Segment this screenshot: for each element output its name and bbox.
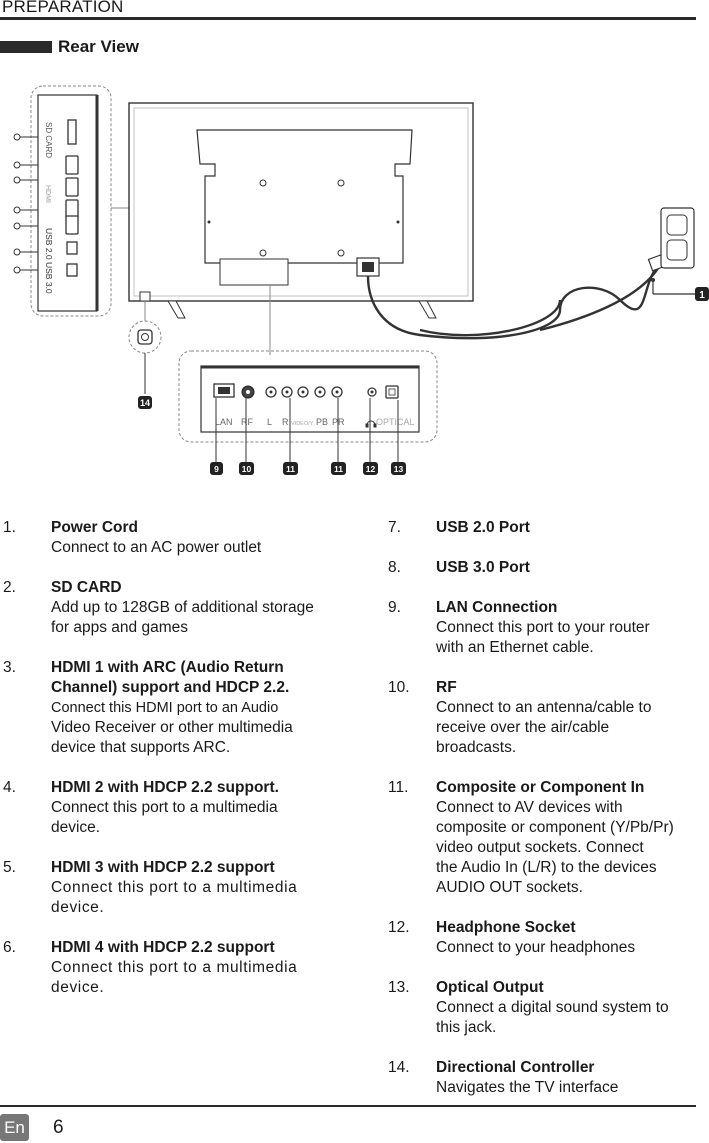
tv-rear-housing [196,129,413,264]
footer-divider [0,1105,696,1107]
hdmi-port-1 [65,155,79,175]
list-item: 6. HDMI 4 with HDCP 2.2 support Connect … [3,939,298,996]
callout-badge-11a [283,462,298,475]
list-item: 13. Optical Output Connect a digital sou… [388,979,669,1036]
svg-text:11: 11 [334,464,343,474]
svg-text:14: 14 [140,398,150,408]
usb2-port [66,241,78,255]
side-label-hdmi: HDMI [44,185,51,203]
list-item: 4. HDMI 2 with HDCP 2.2 support. Connect… [3,779,279,836]
callout-badge-11b [331,462,346,475]
list-item: 11. Composite or Component In Connect to… [388,779,674,896]
usb3-port [66,263,78,277]
port-label-pb: PB [316,417,328,427]
right-item-list: 7. USB 2.0 Port 8. USB 3.0 Port 9. LAN C… [388,518,706,1118]
list-item: 10. RF Connect to an antenna/cable to re… [388,679,652,756]
rear-view-diagram: SD CARD HDMI USB 2.0 USB 3.0 [13,85,709,475]
left-item-list: 1. Power Cord Connect to an AC power out… [3,518,343,1018]
callout-badge-14 [138,396,152,409]
callout-badge-1 [695,287,709,301]
header-divider [0,17,696,20]
list-item: 3. HDMI 1 with ARC (Audio Return Channel… [3,659,293,756]
svg-text:11: 11 [286,464,295,474]
callout-badge-13 [391,462,406,475]
list-item: 8. USB 3.0 Port [388,559,530,576]
port-label-lan: LAN [215,417,233,427]
port-label-rf: RF [241,417,253,427]
callout-badge-12 [363,462,378,475]
bottom-panel [200,365,420,433]
language-badge: En [0,1114,29,1141]
list-item: 7. USB 2.0 Port [388,519,530,536]
headphone-icon [365,420,377,428]
port-label-video: VIDEO/Y [291,421,314,427]
list-item: 1. Power Cord Connect to an AC power out… [3,519,262,556]
callout-badge-9 [210,462,223,475]
power-cord [366,264,661,340]
page-title: Rear View [58,37,139,56]
tv-rear-port-block [219,258,289,286]
list-item: 14. Directional Controller Navigates the… [388,1059,619,1096]
stand-foot-right [418,300,437,319]
callout-badge-10 [239,462,254,475]
svg-text:1: 1 [699,290,705,301]
svg-text:13: 13 [394,464,404,474]
section-heading: PREPARATION [2,0,124,16]
svg-text:9: 9 [214,464,219,474]
port-label-pr: PR [332,417,345,427]
side-label-usb2: USB 2.0 [44,228,54,260]
side-panel-outline [30,85,112,317]
side-label-usb3: USB 3.0 [44,262,54,294]
svg-text:12: 12 [366,464,376,474]
port-label-r: R [282,417,289,427]
page-number: 6 [53,1117,64,1138]
bottom-panel-outline [178,350,438,443]
hdmi-port-4 [65,215,79,235]
list-item: 12. Headphone Socket Connect to your hea… [388,919,636,956]
list-item: 9. LAN Connection Connect this port to y… [388,599,650,656]
svg-text:10: 10 [242,464,252,474]
stand-foot-left [167,300,186,319]
list-item: 5. HDMI 3 with HDCP 2.2 support Connect … [3,859,298,916]
section-marker-bar [0,41,52,53]
sd-card-slot [67,119,77,145]
hdmi-port-3 [65,199,79,219]
hdmi-port-2 [65,177,79,197]
list-item: 2. SD CARD Add up to 128GB of additional… [3,579,314,636]
port-label-l: L [267,417,272,427]
port-label-optical: OPTICAL [376,417,415,427]
side-label-sd-card: SD CARD [44,122,53,158]
